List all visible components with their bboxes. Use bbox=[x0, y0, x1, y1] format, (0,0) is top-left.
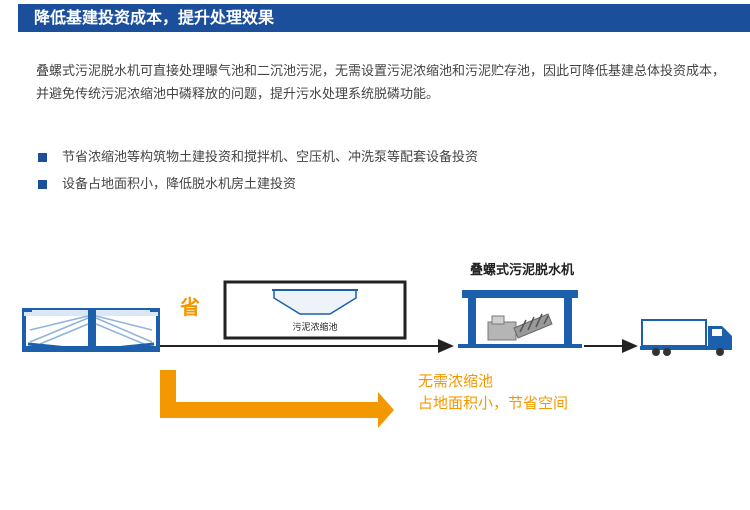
thickening-tank-label: 污泥浓缩池 bbox=[292, 321, 337, 333]
bypass-arrow-icon bbox=[160, 370, 394, 428]
truck-icon bbox=[640, 319, 732, 356]
screw-press-machine-icon bbox=[458, 290, 582, 348]
section-title: 降低基建投资成本，提升处理效果 bbox=[34, 8, 275, 27]
space-saving-label: 占地面积小，节省空间 bbox=[418, 394, 568, 412]
process-flow-diagram: 省 污泥浓缩池 叠螺式污泥脱水机 无需浓缩池 占地面积小，节省空间 bbox=[22, 262, 732, 428]
benefit-item: 节省浓缩池等构筑物土建投资和搅拌机、空压机、冲洗泵等配套设备投资 bbox=[38, 148, 478, 175]
benefit-text: 节省浓缩池等构筑物土建投资和搅拌机、空压机、冲洗泵等配套设备投资 bbox=[62, 150, 479, 165]
section-header-bar: 降低基建投资成本，提升处理效果 bbox=[18, 4, 750, 32]
flow-arrow-icon bbox=[438, 339, 454, 353]
clarifier-tank-icon bbox=[22, 308, 160, 352]
benefit-item: 设备占地面积小，降低脱水机房土建投资 bbox=[38, 175, 478, 202]
flow-arrow-icon bbox=[622, 339, 638, 353]
benefit-list: 节省浓缩池等构筑物土建投资和搅拌机、空压机、冲洗泵等配套设备投资 设备占地面积小… bbox=[38, 148, 478, 202]
saved-label: 省 bbox=[179, 295, 200, 319]
benefit-text: 设备占地面积小，降低脱水机房土建投资 bbox=[62, 177, 297, 192]
intro-paragraph: 叠螺式污泥脱水机可直接处理曝气池和二沉池污泥，无需设置污泥浓缩池和污泥贮存池，因… bbox=[36, 64, 726, 102]
machine-label: 叠螺式污泥脱水机 bbox=[470, 262, 574, 278]
square-bullet-icon bbox=[38, 180, 47, 189]
square-bullet-icon bbox=[38, 153, 47, 162]
thickening-tank-box: 污泥浓缩池 bbox=[223, 280, 407, 340]
no-tank-label: 无需浓缩池 bbox=[418, 372, 493, 390]
